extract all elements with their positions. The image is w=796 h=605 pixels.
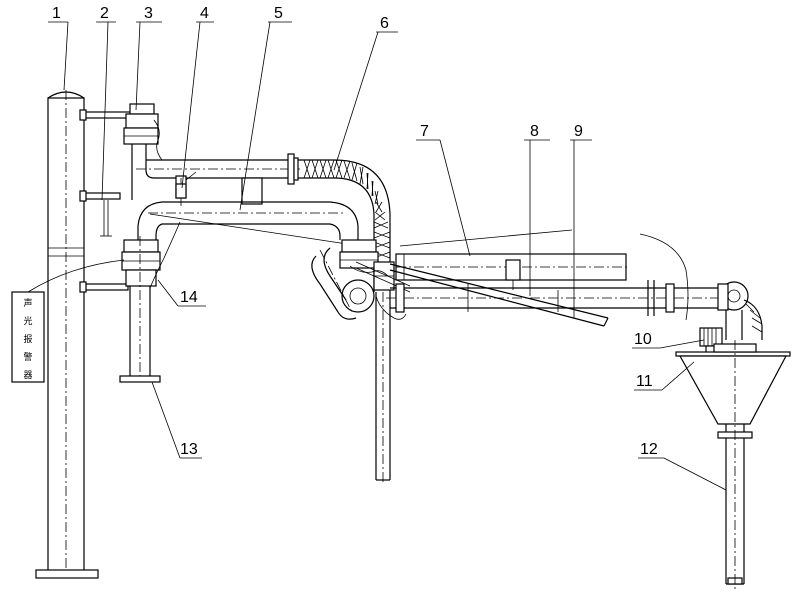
callout-14: 14 — [180, 289, 198, 306]
callout-5: 5 — [274, 5, 283, 22]
callout-8: 8 — [530, 123, 539, 140]
callout-4: 4 — [200, 5, 209, 22]
leader-lines — [48, 21, 727, 491]
callout-3: 3 — [144, 5, 153, 22]
central-swivel-assembly — [311, 239, 411, 320]
callout-2: 2 — [100, 5, 109, 22]
callout-11: 11 — [636, 373, 653, 390]
support-column — [35, 90, 99, 579]
callout-6: 6 — [380, 15, 389, 32]
alarm-char-1: 声 — [23, 297, 32, 309]
callout-10: 10 — [634, 331, 652, 348]
outer-arm — [386, 280, 730, 316]
alarm-box: 声 光 报 警 器 — [11, 259, 125, 383]
balance-cylinder — [395, 253, 630, 290]
callout-labels: 1 2 3 4 5 6 7 8 9 10 11 12 13 14 — [52, 5, 658, 458]
callout-13: 13 — [180, 441, 198, 458]
upper-horizontal-pipe — [136, 153, 300, 206]
alarm-char-3: 报 — [23, 333, 32, 345]
alarm-char-2: 光 — [23, 315, 32, 327]
alarm-char-5: 器 — [23, 370, 32, 381]
lower-swivel-riser — [119, 221, 181, 383]
callout-9: 9 — [574, 123, 583, 140]
loading-hood — [675, 343, 791, 425]
alarm-char-4: 警 — [23, 351, 32, 363]
upper-swivel-joint — [123, 103, 163, 200]
callout-7: 7 — [420, 123, 429, 140]
inner-arm — [137, 201, 361, 247]
callout-12: 12 — [640, 441, 658, 458]
callout-1: 1 — [52, 5, 61, 22]
central-drop-pipe — [375, 292, 391, 484]
drop-tube — [717, 340, 753, 590]
small-valve — [175, 178, 187, 199]
outer-elbow — [639, 233, 763, 340]
